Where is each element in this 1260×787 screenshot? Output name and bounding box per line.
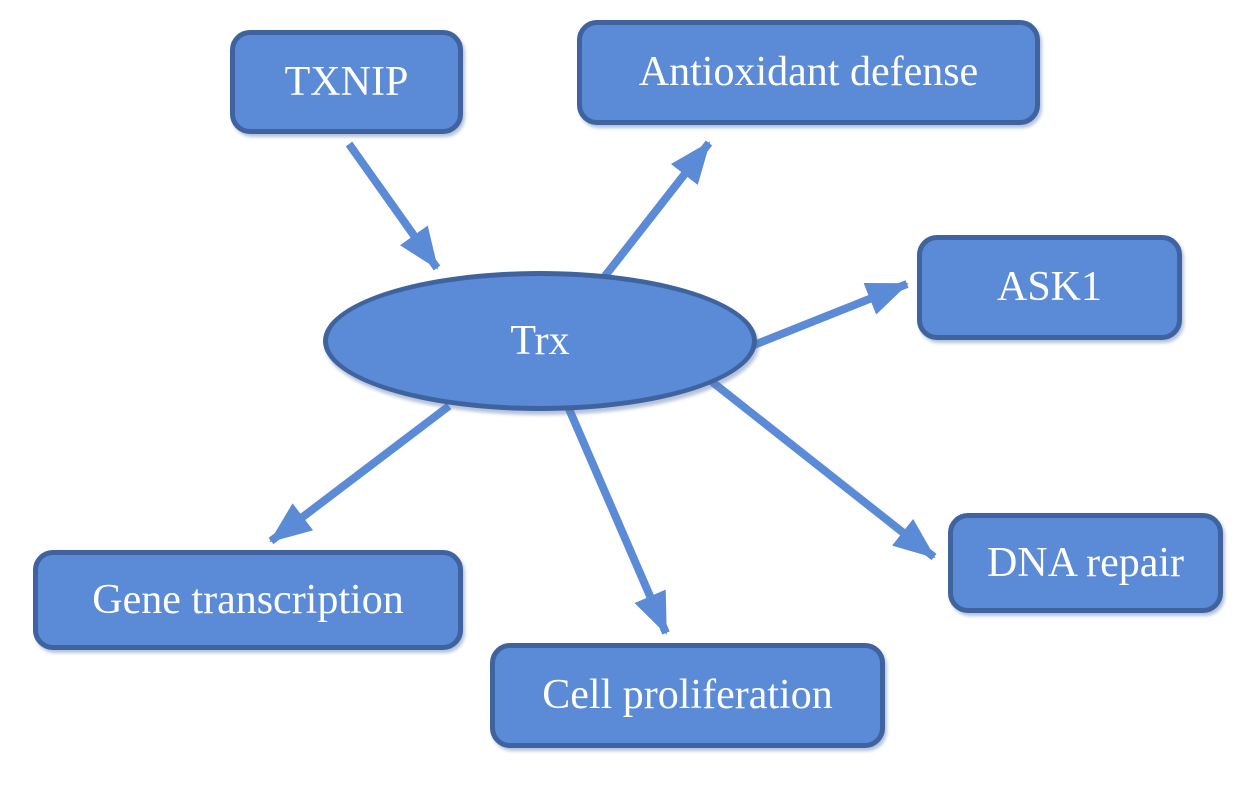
node-cell-proliferation: Cell proliferation (490, 643, 885, 748)
node-dna-repair: DNA repair (948, 513, 1223, 613)
center-node-trx-label: Trx (510, 317, 570, 364)
node-cell-proliferation-label: Cell proliferation (542, 672, 833, 719)
arrow-trx-to-antioxidant-defense (601, 140, 713, 279)
arrow-trx-to-gene-transcription (268, 402, 452, 545)
arrow-trx-to-dna-repair (708, 377, 937, 561)
node-dna-repair-label: DNA repair (986, 539, 1185, 586)
node-antioxidant-defense: Antioxidant defense (577, 20, 1040, 125)
node-ask1: ASK1 (917, 235, 1182, 340)
arrow-trx-to-cell-proliferation (565, 407, 670, 635)
node-ask1-label: ASK1 (996, 264, 1103, 311)
node-antioxidant-defense-label: Antioxidant defense (638, 49, 979, 96)
center-node-trx: Trx (323, 271, 757, 411)
node-gene-transcription: Gene transcription (33, 550, 463, 650)
node-txnip-label: TXNIP (284, 58, 409, 105)
arrow-trx-to-ask1 (752, 280, 909, 349)
node-txnip: TXNIP (230, 30, 463, 134)
arrow-txnip-to-trx (345, 141, 441, 271)
node-gene-transcription-label: Gene transcription (92, 576, 404, 623)
